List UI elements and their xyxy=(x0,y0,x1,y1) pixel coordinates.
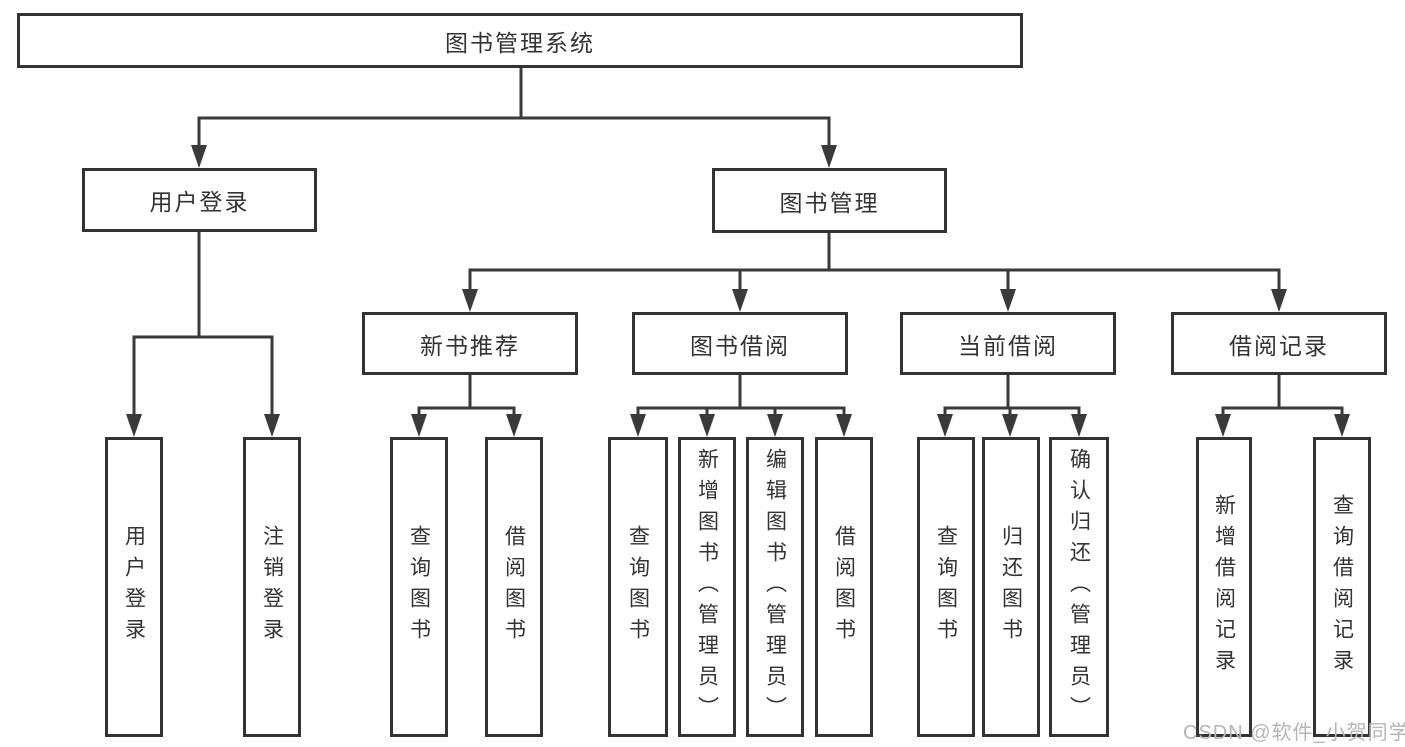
tree-edges xyxy=(132,68,1344,420)
leaf-query-books-current: 查询图书 xyxy=(917,437,975,737)
leaf-query-books-borrow: 查询图书 xyxy=(608,437,668,737)
node-root-label: 图书管理系统 xyxy=(445,29,595,56)
leaf-logout-label: 注销登录 xyxy=(260,525,284,649)
leaf-query-books-borrow-label: 查询图书 xyxy=(626,525,650,649)
leaf-return-books-label: 归还图书 xyxy=(999,525,1023,649)
node-book-management-label: 图书管理 xyxy=(779,189,880,216)
node-borrowing-records-label: 借阅记录 xyxy=(1229,332,1329,359)
leaf-user-login-label: 用户登录 xyxy=(122,525,146,649)
node-book-borrowing: 图书借阅 xyxy=(632,312,848,375)
leaf-query-books-recommend-label: 查询图书 xyxy=(407,525,431,649)
node-book-borrowing-label: 图书借阅 xyxy=(690,332,790,359)
leaf-return-books: 归还图书 xyxy=(982,437,1040,737)
leaf-query-borrow-record: 查询借阅记录 xyxy=(1313,437,1371,737)
leaf-query-books-current-label: 查询图书 xyxy=(934,525,958,649)
leaf-borrow-books: 借阅图书 xyxy=(815,437,873,737)
node-book-management: 图书管理 xyxy=(712,168,947,233)
node-current-borrowing: 当前借阅 xyxy=(900,312,1116,375)
node-new-book-recommend-label: 新书推荐 xyxy=(420,332,520,359)
leaf-add-borrow-record-label: 新增借阅记录 xyxy=(1212,494,1236,680)
leaf-borrow-books-recommend-label: 借阅图书 xyxy=(502,525,526,649)
leaf-add-books-admin-label: 新增图书（管理员） xyxy=(695,447,719,727)
leaf-query-books-recommend: 查询图书 xyxy=(390,437,448,737)
node-user-login: 用户登录 xyxy=(82,168,317,232)
node-current-borrowing-label: 当前借阅 xyxy=(958,332,1058,359)
node-user-login-label: 用户登录 xyxy=(149,189,250,215)
leaf-borrow-books-recommend: 借阅图书 xyxy=(485,437,543,737)
csdn-watermark: CSDN @软件_小贺同学 xyxy=(1183,722,1405,744)
leaf-query-borrow-record-label: 查询借阅记录 xyxy=(1330,494,1354,680)
leaf-add-books-admin: 新增图书（管理员） xyxy=(678,437,736,737)
leaf-confirm-return-admin: 确认归还（管理员） xyxy=(1049,437,1109,737)
node-root: 图书管理系统 xyxy=(17,13,1023,68)
node-new-book-recommend: 新书推荐 xyxy=(362,312,578,375)
leaf-confirm-return-admin-label: 确认归还（管理员） xyxy=(1067,447,1091,727)
leaf-user-login: 用户登录 xyxy=(105,437,163,737)
node-borrowing-records: 借阅记录 xyxy=(1171,312,1387,375)
leaf-edit-books-admin: 编辑图书（管理员） xyxy=(746,437,804,737)
leaf-borrow-books-label: 借阅图书 xyxy=(832,525,856,649)
leaf-edit-books-admin-label: 编辑图书（管理员） xyxy=(763,447,787,727)
arrowhead-icons xyxy=(126,145,1350,437)
leaf-logout: 注销登录 xyxy=(243,437,301,737)
leaf-add-borrow-record: 新增借阅记录 xyxy=(1196,437,1252,737)
